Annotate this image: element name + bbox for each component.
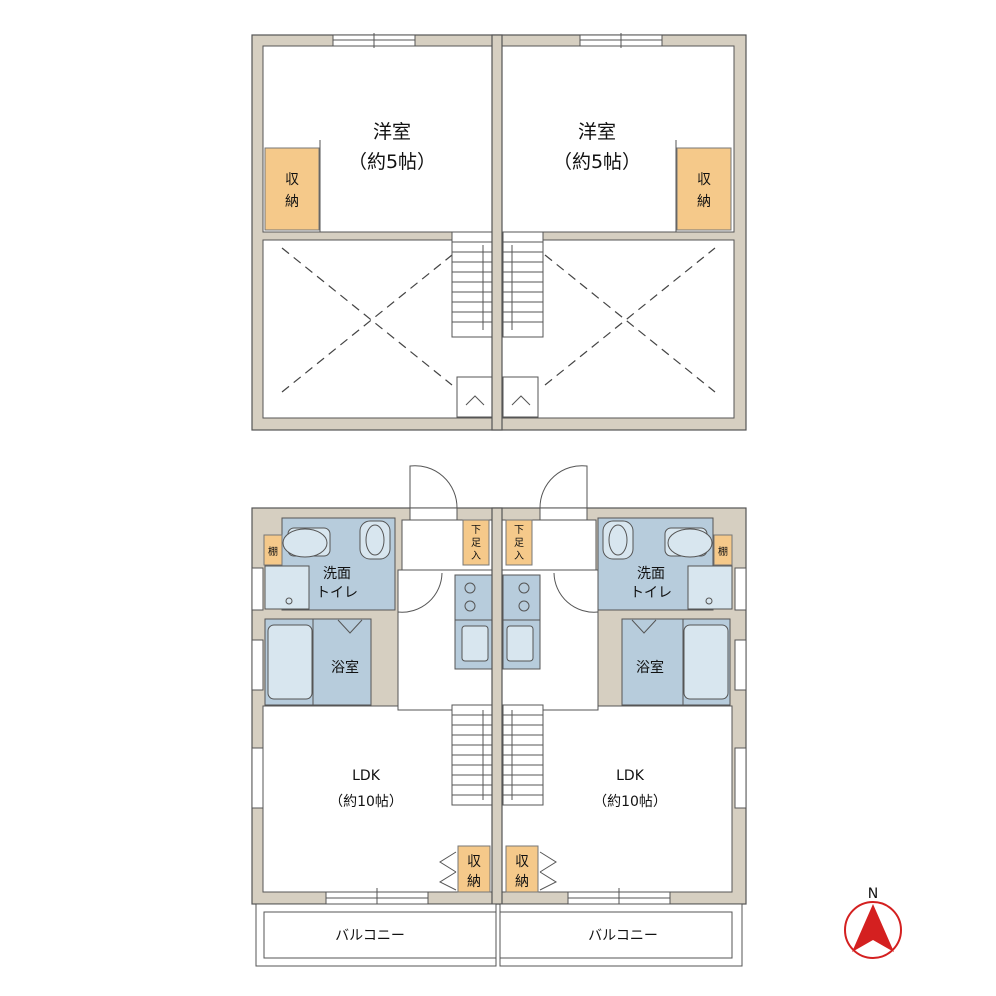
lower-right-shoebox [505, 519, 533, 566]
upper-right-storage [676, 147, 732, 231]
north-arrow-icon [852, 904, 894, 952]
upper-right-stairs [502, 231, 544, 338]
lower-left-shoebox [462, 519, 490, 566]
upper-left-room-size: （約5帖） [348, 151, 436, 173]
lower-right-washroom-label-2: トイレ [630, 585, 672, 601]
lower-left-ldk-name: LDK [352, 768, 381, 784]
lower-right-shelf [713, 534, 733, 566]
lower-right-shoebox-label-2: 足 [514, 537, 524, 549]
lower-right-bath-label: 浴室 [636, 659, 664, 676]
lower-right-shelf-label: 棚 [718, 545, 728, 558]
compass-label: N [868, 886, 878, 902]
upper-floor: 洋室 （約5帖） 洋室 （約5帖） 収 納 収 納 [251, 33, 747, 431]
lower-left-balcony [255, 903, 497, 967]
lower-left-shoebox-label-1: 下 [471, 525, 481, 536]
lower-right-stove [502, 574, 541, 621]
lower-left-storage [457, 845, 491, 893]
upper-left-stairs [451, 231, 493, 338]
lower-right-shoebox-label-1: 下 [514, 525, 524, 536]
compass: N [844, 886, 902, 959]
lower-right-storage [505, 845, 539, 893]
lower-left-stove [454, 574, 493, 621]
lower-left-bath-label: 浴室 [331, 659, 359, 676]
lower-left-washroom-label-1: 洗面 [323, 566, 351, 582]
lower-left-storage-label-2: 納 [467, 874, 481, 890]
lower-left-shelf [263, 534, 283, 566]
lower-left-storage-label-1: 収 [467, 854, 481, 870]
lower-right-ldk-name: LDK [616, 768, 645, 784]
lower-right-ldk-size: （約10帖） [593, 794, 667, 810]
lower-floor: 棚 洗面 トイレ 浴室 下 足 入 LDK （約10帖） 収 納 バルコニー 棚… [251, 465, 747, 967]
lower-right-washroom-label-1: 洗面 [637, 566, 665, 582]
lower-left-shoebox-label-3: 入 [471, 551, 481, 562]
lower-left-washroom-label-2: トイレ [316, 585, 358, 601]
lower-right-shoebox-label-3: 入 [514, 551, 524, 562]
lower-right-balcony-label: バルコニー [588, 928, 658, 944]
upper-left-storage [264, 147, 320, 231]
upper-left-room-name: 洋室 [373, 121, 411, 143]
lower-right-balcony [499, 903, 743, 967]
lower-left-shoebox-label-2: 足 [471, 537, 481, 549]
upper-left-storage-label-1: 収 [285, 172, 299, 188]
upper-right-room-size: （約5帖） [553, 151, 641, 173]
upper-right-storage-label-2: 納 [697, 194, 711, 210]
upper-left-storage-label-2: 納 [285, 194, 299, 210]
lower-right-storage-label-2: 納 [515, 874, 529, 890]
upper-right-storage-label-1: 収 [697, 172, 711, 188]
lower-right-storage-label-1: 収 [515, 854, 529, 870]
lower-left-ldk-size: （約10帖） [329, 794, 403, 810]
lower-left-shelf-label: 棚 [268, 545, 278, 558]
lower-left-balcony-label: バルコニー [335, 928, 405, 944]
upper-right-room-name: 洋室 [578, 121, 616, 143]
